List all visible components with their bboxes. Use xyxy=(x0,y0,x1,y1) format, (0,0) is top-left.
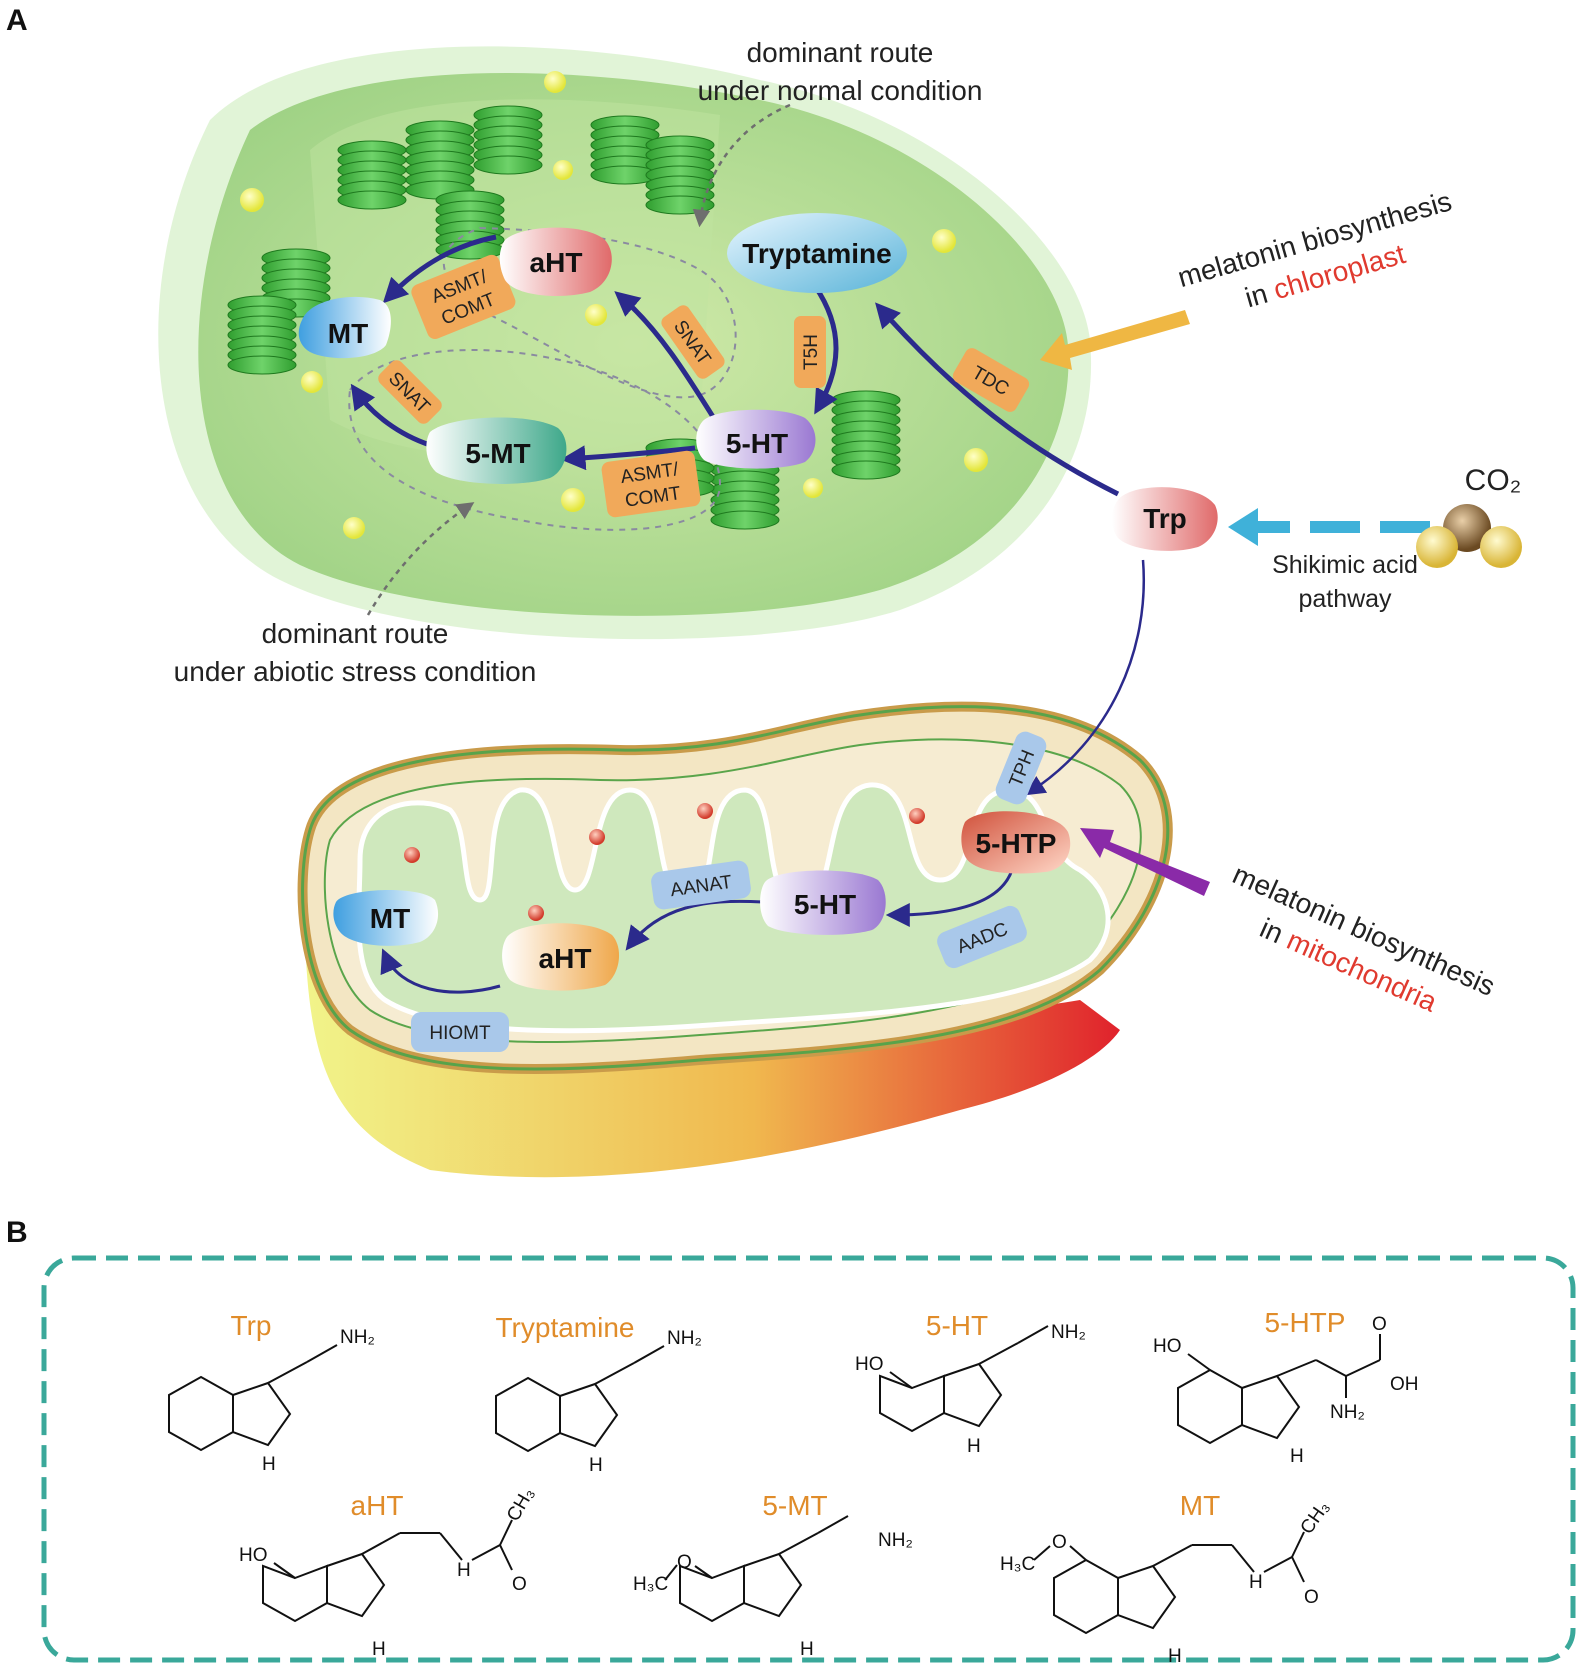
svg-text:NH₂: NH₂ xyxy=(1051,1322,1086,1343)
co2-input-arrow xyxy=(1228,508,1430,546)
chloroplast-entry-arrow xyxy=(1040,310,1190,370)
svg-text:H: H xyxy=(457,1560,471,1581)
svg-text:5-HTP: 5-HTP xyxy=(1265,1307,1346,1338)
co2-molecule-icon xyxy=(1416,504,1522,568)
svg-text:5-HTP: 5-HTP xyxy=(976,828,1057,859)
structure-tryptamine: Tryptamine NH₂ H xyxy=(495,1312,702,1476)
plastoglobules xyxy=(240,71,988,539)
svg-text:5-MT: 5-MT xyxy=(762,1490,827,1521)
svg-text:HO: HO xyxy=(1153,1336,1182,1357)
arrow-5htp-to-5ht xyxy=(885,869,1014,927)
mitochondrion xyxy=(297,701,1173,1178)
svg-text:MT: MT xyxy=(328,318,368,349)
enzyme-t5h: T5H xyxy=(794,316,826,388)
panel-label-a: A xyxy=(6,4,28,37)
svg-text:T5H: T5H xyxy=(801,334,822,370)
svg-text:HO: HO xyxy=(239,1545,268,1566)
svg-text:Tryptamine: Tryptamine xyxy=(495,1312,634,1343)
arrow-aht-to-mt xyxy=(382,234,497,304)
arrow-5ht-to-aht-mito xyxy=(625,899,765,951)
svg-text:aHT: aHT xyxy=(539,943,592,974)
svg-text:H: H xyxy=(372,1639,386,1660)
mitochondria-entry-arrow xyxy=(1080,828,1210,896)
panel-label-b: B xyxy=(6,1216,28,1249)
arrow-5ht-to-aht xyxy=(614,291,723,430)
normal-route-note: dominant route under normal condition xyxy=(697,37,983,106)
enzyme-asmt-comt-bottom: ASMT/ COMT xyxy=(601,450,701,518)
svg-text:MT: MT xyxy=(370,903,410,934)
svg-text:CH₃: CH₃ xyxy=(1297,1497,1334,1538)
arrow-tryptamine-to-5ht xyxy=(812,284,839,415)
svg-text:O: O xyxy=(512,1574,527,1595)
node-mt-chloroplast: MT xyxy=(298,296,391,359)
svg-text:aHT: aHT xyxy=(530,247,583,278)
enzyme-tdc: TDC xyxy=(952,348,1030,412)
svg-text:H: H xyxy=(589,1455,603,1476)
node-trp: Trp xyxy=(1112,487,1218,551)
structures-frame xyxy=(41,1255,1576,1663)
svg-text:5-HT: 5-HT xyxy=(726,428,788,459)
svg-text:aHT: aHT xyxy=(351,1490,404,1521)
structure-trp: Trp NH₂ H xyxy=(168,1310,375,1475)
svg-text:H₃C: H₃C xyxy=(633,1574,668,1595)
node-5ht-chloroplast: 5-HT xyxy=(696,409,816,469)
co2-label: CO₂ xyxy=(1464,464,1522,497)
structure-5mt: 5-MT H₃C O NH₂ H xyxy=(633,1490,913,1660)
svg-text:HIOMT: HIOMT xyxy=(429,1023,491,1044)
svg-text:H₃C: H₃C xyxy=(1000,1554,1035,1575)
svg-text:5-MT: 5-MT xyxy=(465,438,530,469)
svg-text:OH: OH xyxy=(1390,1374,1419,1395)
svg-text:5-HT: 5-HT xyxy=(926,1310,988,1341)
svg-text:Trp: Trp xyxy=(1143,503,1187,534)
svg-text:5-HT: 5-HT xyxy=(794,889,856,920)
stress-route-pointer xyxy=(366,502,475,616)
normal-route-pointer xyxy=(692,103,791,228)
structure-5htp: 5-HTP HO O OH NH₂ H xyxy=(1153,1307,1419,1467)
stress-route-loop xyxy=(348,349,722,531)
svg-text:H: H xyxy=(1168,1646,1182,1667)
arrow-trp-to-5htp xyxy=(1024,559,1145,796)
svg-text:H: H xyxy=(800,1639,814,1660)
structure-5ht: 5-HT HO NH₂ H xyxy=(855,1310,1086,1457)
svg-text:NH₂: NH₂ xyxy=(667,1328,702,1349)
svg-text:HO: HO xyxy=(855,1354,884,1375)
arrow-aht-to-mt-mito xyxy=(380,948,501,994)
svg-text:O: O xyxy=(1304,1587,1319,1608)
enzyme-aanat: AANAT xyxy=(651,860,751,910)
svg-text:NH₂: NH₂ xyxy=(340,1327,375,1348)
svg-text:O: O xyxy=(1372,1314,1387,1335)
svg-text:NH₂: NH₂ xyxy=(1330,1402,1365,1423)
node-tryptamine: Tryptamine xyxy=(727,213,907,293)
node-aht-chloroplast: aHT xyxy=(499,227,612,296)
chloroplast-arrows xyxy=(350,234,1120,497)
stress-route-note: dominant route under abiotic stress cond… xyxy=(173,618,537,687)
svg-text:Trp: Trp xyxy=(231,1310,272,1341)
svg-text:NH₂: NH₂ xyxy=(878,1530,913,1551)
svg-text:Tryptamine: Tryptamine xyxy=(742,238,891,269)
arrow-trp-to-tryptamine xyxy=(875,302,1120,497)
node-mt-mito: MT xyxy=(333,890,439,946)
structure-mt: MT H₃C O H O CH₃ H xyxy=(1000,1490,1334,1667)
enzyme-hiomt: HIOMT xyxy=(411,1012,509,1052)
node-5mt-chloroplast: 5-MT xyxy=(426,417,567,484)
svg-text:H: H xyxy=(1290,1446,1304,1467)
svg-text:O: O xyxy=(1052,1532,1067,1553)
node-5htp: 5-HTP xyxy=(961,811,1071,874)
structure-aht: aHT HO H O CH₃ H xyxy=(239,1484,539,1660)
svg-text:H: H xyxy=(967,1436,981,1457)
mito-arrows xyxy=(380,869,1014,994)
shikimic-note: Shikimic acid pathway xyxy=(1272,551,1418,613)
arrow-5mt-to-mt xyxy=(350,383,431,448)
arrow-5ht-to-5mt xyxy=(560,445,696,471)
svg-text:CH₃: CH₃ xyxy=(503,1484,539,1525)
node-aht-mito: aHT xyxy=(502,923,620,991)
svg-text:H: H xyxy=(262,1454,276,1475)
svg-text:H: H xyxy=(1249,1572,1263,1593)
node-5ht-mito: 5-HT xyxy=(760,870,886,935)
svg-text:MT: MT xyxy=(1180,1490,1220,1521)
